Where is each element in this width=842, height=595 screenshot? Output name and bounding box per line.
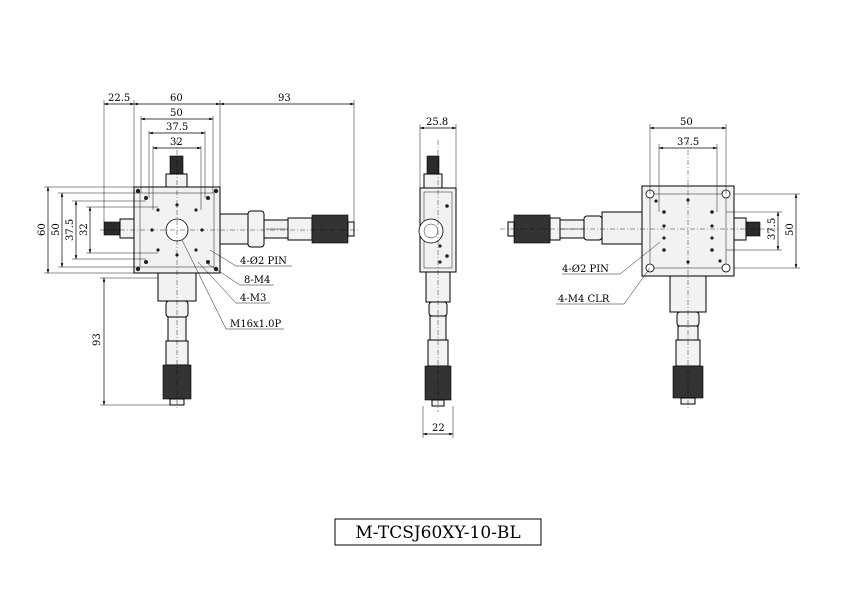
front-dim-37-5-left: 37.5 [65,219,76,241]
front-view: 22.5 60 50 37.5 32 93 60 50 37.5 32 93 4… [37,93,360,410]
front-callout-thread: M16x1.0P [230,319,282,330]
front-dim-32-left: 32 [79,223,90,236]
front-dim-50-left: 50 [51,223,62,236]
front-callout-m3: 4-M3 [240,293,266,304]
back-dim-37-5-top: 37.5 [677,137,699,148]
side-dim-22: 22 [432,423,445,434]
title-box [334,518,542,546]
back-dim-50-top: 50 [680,117,693,128]
front-right-micrometer [219,210,355,248]
front-left-knob [103,221,121,236]
back-mounting-holes [654,198,722,264]
front-dim-32-top: 32 [170,137,183,148]
back-left-micrometer [507,211,643,245]
front-dim-37-5-top: 37.5 [166,122,188,133]
front-callout-m4: 8-M4 [244,275,270,286]
front-dim-93-top: 93 [278,93,291,104]
front-dim-60-top: 60 [170,93,183,104]
side-dim-25-8: 25.8 [426,117,448,128]
front-dim-60-left: 60 [37,223,48,236]
front-dim-93-bottom: 93 [92,333,103,346]
back-view: 50 37.5 37.5 50 4-Ø2 PIN 4-M4 CLR [500,117,800,410]
side-top-knob [426,155,440,175]
back-callout-pin: 4-Ø2 PIN [562,264,609,275]
back-dim-37-5-right: 37.5 [767,218,778,240]
side-view: 25.8 22 [418,117,457,438]
front-dim-50-top: 50 [170,108,183,119]
front-callout-pin: 4-Ø2 PIN [240,256,287,267]
front-top-knob [169,155,184,175]
drawing-title: M-TCSJ60XY-10-BL [355,523,520,543]
front-mounting-holes [135,188,219,272]
back-dim-50-right: 50 [785,223,796,236]
title-block: M-TCSJ60XY-10-BL [334,518,542,546]
back-callout-clr: 4-M4 CLR [558,294,610,305]
front-dim-22-5: 22.5 [108,93,130,104]
